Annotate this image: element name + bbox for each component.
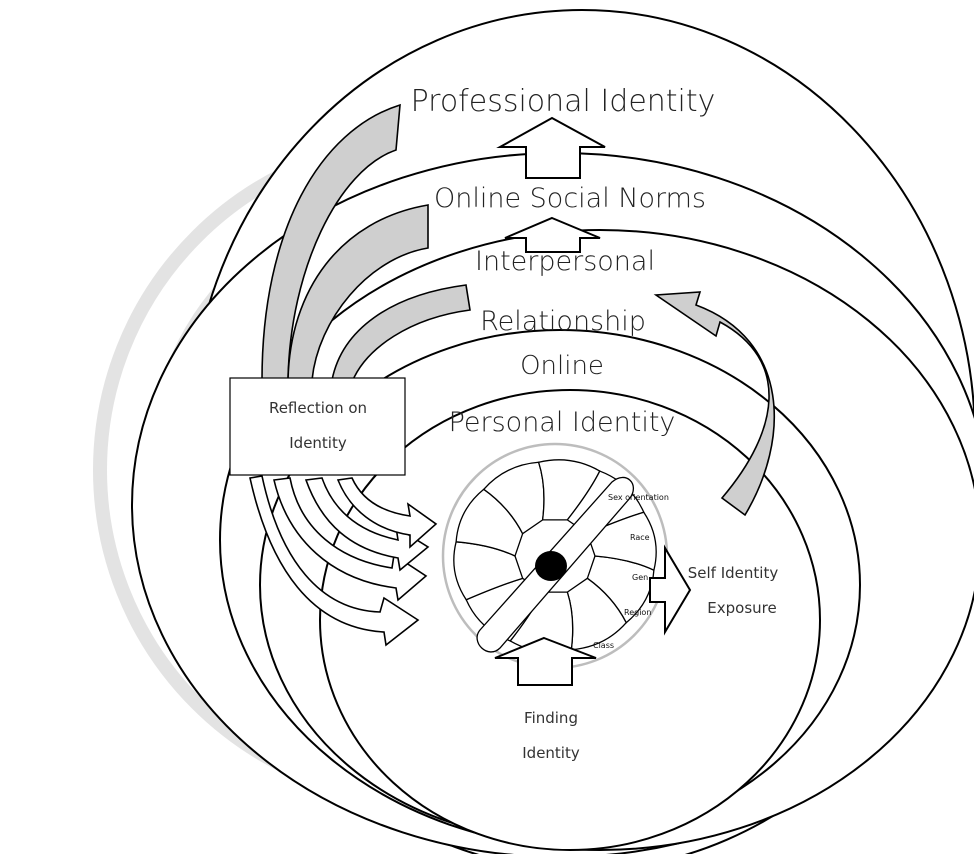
reflection-label-line1: Reflection on: [269, 399, 367, 417]
up-arrow-professional: [496, 116, 606, 179]
facet-region: Region: [624, 608, 651, 617]
facet-sex-orientation: Sex orientation: [608, 493, 669, 502]
curve-arrow-down-1: [249, 475, 420, 647]
label-online: Online: [520, 351, 604, 381]
self-exposure-label-line1: Self Identity: [688, 564, 779, 582]
label-online-social-norms: Online Social Norms: [434, 183, 706, 214]
curve-arrow-professional: [261, 103, 401, 381]
finding-label-line2: Identity: [522, 744, 580, 762]
curve-arrow-down-2: [273, 477, 428, 602]
label-professional-identity: Professional Identity: [411, 84, 716, 119]
label-interpersonal: Interpersonal: [475, 246, 655, 277]
up-arrow-social-norms: [504, 216, 601, 253]
reflection-box: [229, 377, 406, 476]
facet-class: Class: [593, 641, 614, 650]
right-arrow-self-exposure: [649, 544, 692, 636]
facet-race: Race: [630, 533, 650, 542]
reflection-label-line2: Identity: [289, 434, 347, 452]
self-exposure-label-line2: Exposure: [707, 599, 776, 617]
up-arrow-finding-identity: [494, 636, 597, 686]
curve-arrow-self-exposure: [653, 291, 776, 517]
label-relationship: Relationship: [480, 306, 646, 337]
facet-gen: Gen: [632, 573, 648, 582]
finding-label-line1: Finding: [524, 709, 578, 727]
label-personal-identity: Personal Identity: [449, 407, 676, 438]
curve-arrow-down-4: [336, 477, 438, 549]
wheel-center-dot: [535, 551, 567, 581]
curve-arrow-interpersonal: [331, 284, 471, 383]
identity-wheel: [441, 442, 669, 670]
curve-arrow-social-norms: [287, 204, 429, 381]
curve-arrow-down-3: [304, 477, 430, 572]
